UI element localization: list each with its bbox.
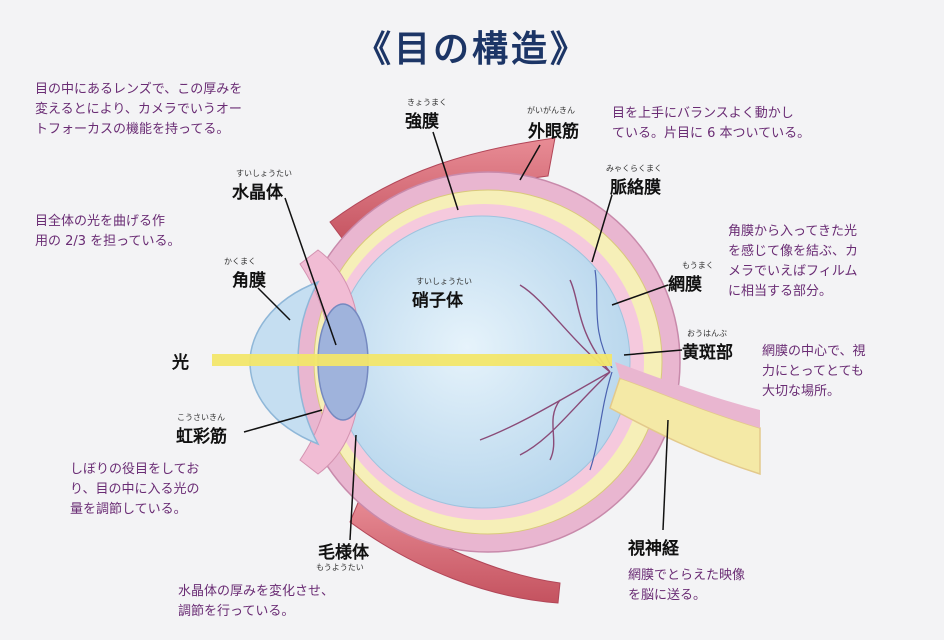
ouhanbu-ruby: おうはんぶ xyxy=(687,329,727,338)
moumaku-label: 網膜 xyxy=(668,275,702,295)
moyoutai-label: 毛様体 xyxy=(318,543,369,563)
muscle-description: 目を上手にバランスよく動かし ている。片目に 6 本ついている。 xyxy=(612,106,811,141)
iris-description: しぼりの役目をしてお り、目の中に入る光の 量を調節している。 xyxy=(70,462,200,517)
kousai-label: 虹彩筋 xyxy=(176,427,227,447)
lens-description: 目の中にあるレンズで、この厚みを 変えるとにより、カメラでいうオー トフォーカス… xyxy=(35,82,243,137)
kakumaku-label: 角膜 xyxy=(232,271,266,291)
myakuraku-label: 脈絡膜 xyxy=(610,178,661,198)
kyomaku-label: 強膜 xyxy=(405,112,439,132)
optic-nerve-shape xyxy=(609,377,761,476)
suishotai-label: 水晶体 xyxy=(232,183,283,203)
shoshitai-ruby: すいしょうたい xyxy=(416,277,472,286)
moyoutai-ruby: もうようたい xyxy=(316,563,364,572)
hikari-label: 光 xyxy=(172,353,189,373)
light-beam xyxy=(212,354,612,366)
kousai-ruby: こうさいきん xyxy=(177,413,225,422)
shoshitai-label: 硝子体 xyxy=(412,291,463,311)
ciliary-description: 水晶体の厚みを変化させ、 調節を行っている。 xyxy=(178,584,335,619)
optic-description: 網膜でとらえた映像 を脳に送る。 xyxy=(628,568,746,603)
suishotai-ruby: すいしょうたい xyxy=(236,169,292,178)
cornea-description: 目全体の光を曲げる作 用の 2/3 を担っている。 xyxy=(35,214,181,249)
retina-description: 角膜から入ってきた光 を感じて像を結ぶ、カ メラでいえばフィルム に相当する部分… xyxy=(728,224,859,299)
moumaku-ruby: もうまく xyxy=(682,261,714,270)
kakumaku-ruby: かくまく xyxy=(224,257,256,266)
page-title: 《目の構造》 xyxy=(354,29,589,70)
shishinkei-label: 視神経 xyxy=(628,539,679,559)
ouhanbu-label: 黄斑部 xyxy=(682,343,733,363)
gaiganki-label: 外眼筋 xyxy=(528,122,579,142)
optic-nerve-sheath xyxy=(615,362,760,428)
kyomaku-ruby: きょうまく xyxy=(407,98,447,107)
macula-description: 網膜の中心で、視 力にとってとても 大切な場所。 xyxy=(762,344,866,399)
gaiganki-ruby: がいがんきん xyxy=(527,106,575,115)
myakuraku-ruby: みゃくらくまく xyxy=(606,164,662,173)
leader-lines xyxy=(243,131,683,541)
